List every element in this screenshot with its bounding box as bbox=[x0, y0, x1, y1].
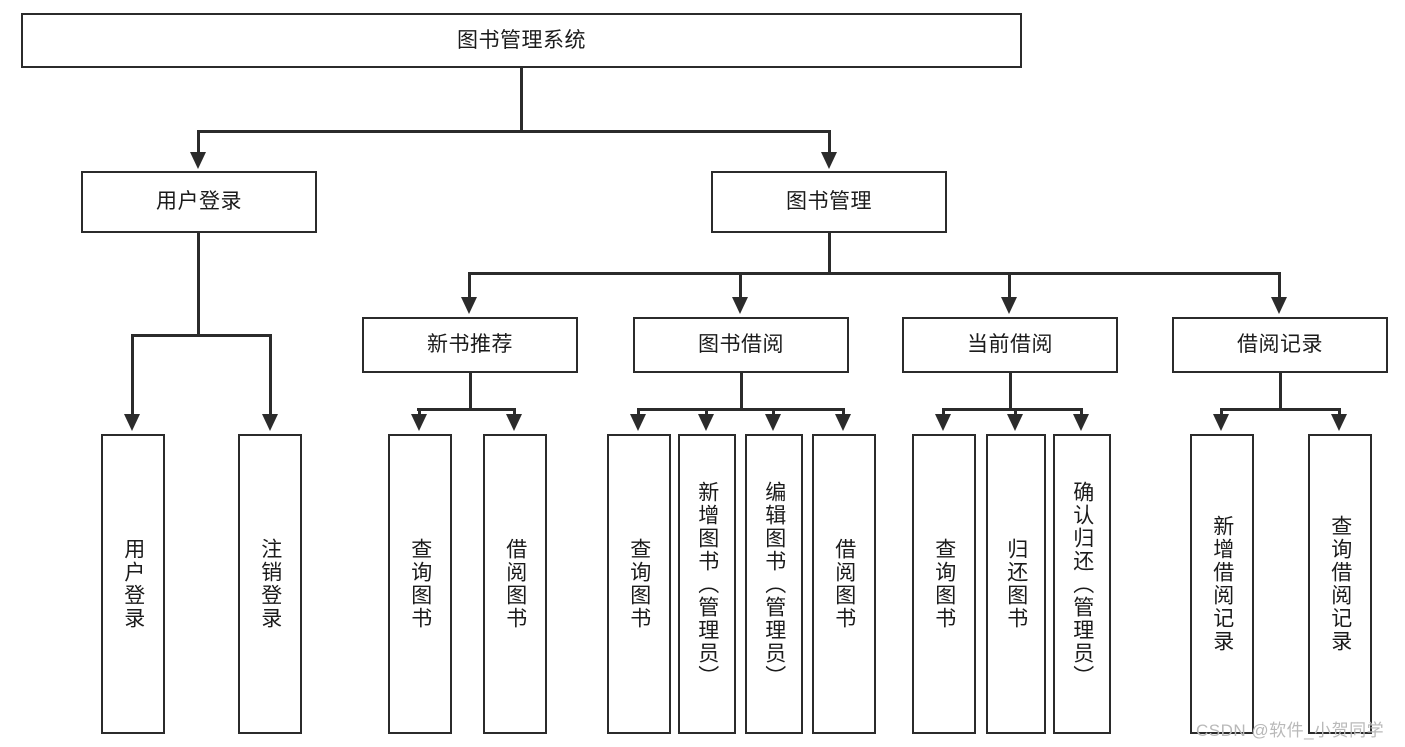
node-label-borrow-record: 借阅记录 bbox=[1237, 333, 1323, 357]
csdn-watermark: CSDN @软件_小贺同学 bbox=[1196, 721, 1385, 740]
connector-drop-leaf-add-record bbox=[1220, 408, 1223, 417]
node-new-book-rec[interactable]: 新书推荐 bbox=[362, 317, 578, 373]
connector-drop-leaf-query-3 bbox=[942, 408, 945, 417]
connector-drop-leaf-user-login bbox=[131, 334, 134, 417]
connector-drop-leaf-confirm bbox=[1080, 408, 1083, 417]
node-label-leaf-user-login: 用户登录 bbox=[121, 538, 145, 630]
node-label-leaf-edit-book: 编辑图书（管理员） bbox=[762, 480, 786, 688]
node-label-leaf-query-book-3: 查询图书 bbox=[932, 538, 956, 630]
arrowhead-leaf-query-2-icon bbox=[630, 414, 646, 431]
node-leaf-query-book-2[interactable]: 查询图书 bbox=[607, 434, 671, 734]
connector-current-borrow-stem bbox=[1009, 373, 1012, 408]
node-label-leaf-add-record: 新增借阅记录 bbox=[1210, 515, 1234, 653]
connector-drop-current-borrow bbox=[1008, 272, 1011, 300]
connector-drop-leaf-borrow-1 bbox=[513, 408, 516, 417]
arrowhead-leaf-user-logout-icon bbox=[262, 414, 278, 431]
node-label-book-borrow: 图书借阅 bbox=[698, 333, 784, 357]
arrowhead-current-borrow-icon bbox=[1001, 297, 1017, 314]
connector-drop-leaf-return bbox=[1014, 408, 1017, 417]
node-label-leaf-query-book-2: 查询图书 bbox=[627, 538, 651, 630]
arrowhead-borrow-record-icon bbox=[1271, 297, 1287, 314]
node-borrow-record[interactable]: 借阅记录 bbox=[1172, 317, 1388, 373]
node-label-leaf-user-logout: 注销登录 bbox=[258, 538, 282, 630]
node-leaf-add-book[interactable]: 新增图书（管理员） bbox=[678, 434, 736, 734]
arrowhead-leaf-query-record-icon bbox=[1331, 414, 1347, 431]
node-book-manage[interactable]: 图书管理 bbox=[711, 171, 947, 233]
connector-borrow-record-stem bbox=[1279, 373, 1282, 408]
connector-drop-leaf-query-2 bbox=[637, 408, 640, 417]
connector-new-book-rec-bus bbox=[417, 408, 515, 411]
arrowhead-leaf-add-book-icon bbox=[698, 414, 714, 431]
node-label-leaf-add-book: 新增图书（管理员） bbox=[695, 480, 719, 688]
arrowhead-leaf-query-3-icon bbox=[935, 414, 951, 431]
arrowhead-leaf-query-1-icon bbox=[411, 414, 427, 431]
connector-drop-leaf-add-book bbox=[705, 408, 708, 417]
connector-drop-leaf-query-1 bbox=[418, 408, 421, 417]
node-leaf-user-logout[interactable]: 注销登录 bbox=[238, 434, 302, 734]
node-book-borrow[interactable]: 图书借阅 bbox=[633, 317, 849, 373]
connector-user-login-stem bbox=[197, 233, 200, 334]
connector-user-login-bus bbox=[131, 334, 271, 337]
node-leaf-query-book-1[interactable]: 查询图书 bbox=[388, 434, 452, 734]
connector-current-borrow-bus bbox=[942, 408, 1082, 411]
connector-drop-new-book-rec bbox=[468, 272, 471, 300]
connector-drop-leaf-user-logout bbox=[269, 334, 272, 417]
arrowhead-new-book-rec-icon bbox=[461, 297, 477, 314]
connector-drop-book-manage-l2 bbox=[828, 130, 831, 155]
arrowhead-leaf-add-record-icon bbox=[1213, 414, 1229, 431]
connector-drop-borrow-record bbox=[1278, 272, 1281, 300]
connector-drop-book-borrow bbox=[739, 272, 742, 300]
node-label-leaf-return-book: 归还图书 bbox=[1004, 538, 1028, 630]
node-leaf-confirm-return[interactable]: 确认归还（管理员） bbox=[1053, 434, 1111, 734]
node-label-new-book-rec: 新书推荐 bbox=[427, 333, 513, 357]
node-leaf-query-record[interactable]: 查询借阅记录 bbox=[1308, 434, 1372, 734]
node-leaf-return-book[interactable]: 归还图书 bbox=[986, 434, 1046, 734]
node-leaf-add-record[interactable]: 新增借阅记录 bbox=[1190, 434, 1254, 734]
arrowhead-leaf-borrow-1-icon bbox=[506, 414, 522, 431]
node-label-leaf-query-book-1: 查询图书 bbox=[408, 538, 432, 630]
arrowhead-leaf-edit-book-icon bbox=[765, 414, 781, 431]
node-label-user-login: 用户登录 bbox=[156, 190, 242, 214]
node-label-leaf-borrow-book-2: 借阅图书 bbox=[832, 538, 856, 630]
connector-drop-user-login-l2 bbox=[197, 130, 200, 155]
node-label-leaf-borrow-book-1: 借阅图书 bbox=[503, 538, 527, 630]
arrowhead-leaf-return-icon bbox=[1007, 414, 1023, 431]
connector-drop-leaf-borrow-2 bbox=[842, 408, 845, 417]
arrowhead-leaf-user-login-icon bbox=[124, 414, 140, 431]
node-label-book-manage: 图书管理 bbox=[786, 190, 872, 214]
arrowhead-book-manage-icon bbox=[821, 152, 837, 169]
node-label-current-borrow: 当前借阅 bbox=[967, 333, 1053, 357]
arrowhead-leaf-confirm-icon bbox=[1073, 414, 1089, 431]
node-user-login[interactable]: 用户登录 bbox=[81, 171, 317, 233]
arrowhead-leaf-borrow-2-icon bbox=[835, 414, 851, 431]
connector-drop-leaf-query-record bbox=[1338, 408, 1341, 417]
node-leaf-borrow-book-1[interactable]: 借阅图书 bbox=[483, 434, 547, 734]
connector-root-bus bbox=[197, 130, 831, 133]
node-leaf-query-book-3[interactable]: 查询图书 bbox=[912, 434, 976, 734]
connector-book-manage-bus bbox=[468, 272, 1280, 275]
connector-book-manage-stem bbox=[828, 233, 831, 272]
node-root[interactable]: 图书管理系统 bbox=[21, 13, 1022, 68]
connector-book-borrow-stem bbox=[740, 373, 743, 408]
node-label-leaf-confirm-return: 确认归还（管理员） bbox=[1070, 480, 1094, 688]
node-leaf-edit-book[interactable]: 编辑图书（管理员） bbox=[745, 434, 803, 734]
connector-new-book-rec-stem bbox=[469, 373, 472, 408]
arrowhead-user-login-icon bbox=[190, 152, 206, 169]
node-label-root: 图书管理系统 bbox=[457, 28, 586, 52]
connector-drop-leaf-edit-book bbox=[772, 408, 775, 417]
arrowhead-book-borrow-icon bbox=[732, 297, 748, 314]
connector-book-borrow-bus bbox=[637, 408, 844, 411]
connector-borrow-record-bus bbox=[1221, 408, 1339, 411]
node-leaf-user-login[interactable]: 用户登录 bbox=[101, 434, 165, 734]
node-leaf-borrow-book-2[interactable]: 借阅图书 bbox=[812, 434, 876, 734]
node-label-leaf-query-record: 查询借阅记录 bbox=[1328, 515, 1352, 653]
node-current-borrow[interactable]: 当前借阅 bbox=[902, 317, 1118, 373]
connector-root-stem bbox=[520, 68, 523, 132]
